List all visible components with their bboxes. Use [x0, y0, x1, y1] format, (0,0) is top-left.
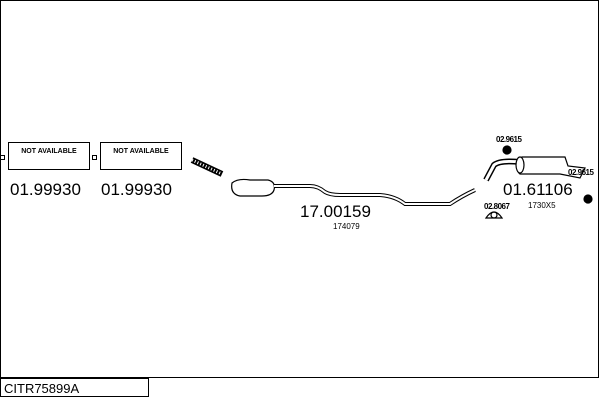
part-box-1[interactable]: NOT AVAILABLE	[8, 142, 90, 170]
part-number-2[interactable]: 01.99930	[101, 180, 172, 199]
rubber-mount	[583, 194, 593, 204]
catalyst	[231, 178, 275, 197]
part-number-1[interactable]: 01.99930	[10, 180, 81, 199]
part-number-3[interactable]: 17.00159	[300, 202, 371, 221]
diagram-frame	[0, 0, 599, 378]
accessory-3[interactable]: 02.9615	[568, 168, 594, 177]
accessory-2[interactable]: 02.8067	[484, 202, 510, 211]
part-ref-4: 1730X5	[528, 201, 556, 210]
flex-pipe	[190, 157, 224, 177]
part-number-4[interactable]: 01.61106	[503, 180, 573, 199]
vehicle-code: CITR75899A	[0, 378, 149, 397]
connector-square	[0, 155, 5, 160]
rubber-mount	[502, 145, 512, 155]
part-ref-3: 174079	[333, 222, 360, 231]
accessory-1[interactable]: 02.9615	[496, 135, 522, 144]
clamp	[484, 211, 504, 219]
connector-square	[92, 155, 97, 160]
part-box-2[interactable]: NOT AVAILABLE	[100, 142, 182, 170]
